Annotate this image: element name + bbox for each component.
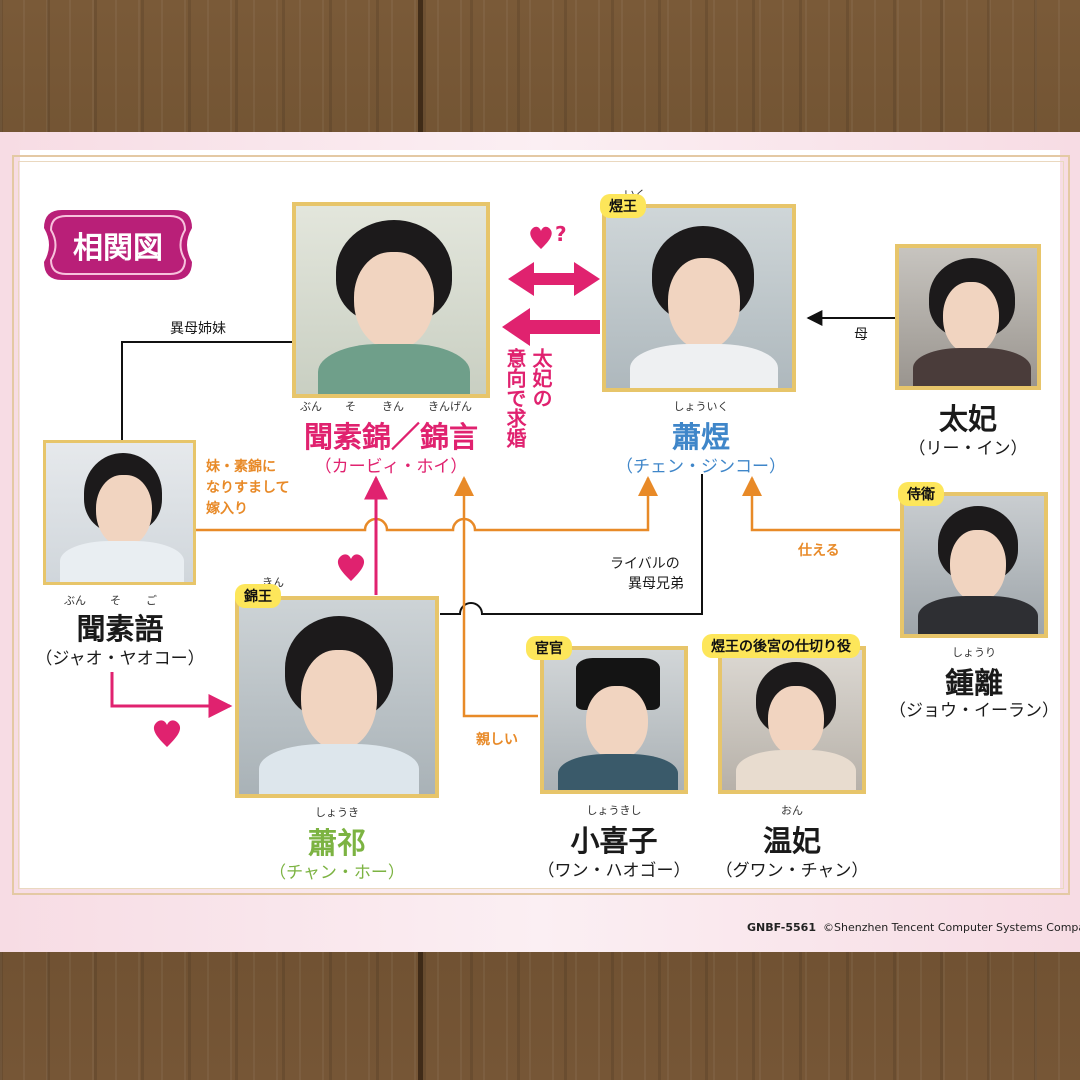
wen-sujin-ruby-4: きんげん [428, 400, 472, 413]
onhi-role: 煜王の後宮の仕切り役 [702, 634, 860, 658]
wen-suyu-photo [43, 440, 196, 585]
taihi-actor: （リー・イン） [908, 439, 1028, 459]
impersonation-label: 妹・素錦に なりすまして 嫁入り [206, 459, 290, 517]
wen-suyu-ruby-3: ご [146, 594, 157, 607]
product-code: GNBF-5561 [747, 921, 816, 934]
shori-actor: （ジョウ・イーラン） [889, 701, 1059, 721]
onhi-actor: （グワン・チャン） [715, 861, 869, 881]
proposal-arrow [502, 308, 600, 346]
serves-arrow [742, 476, 900, 532]
heart-icon [337, 554, 365, 581]
mutual-arrow [508, 262, 600, 296]
wen-sujin-photo [292, 202, 490, 398]
xiao-yu-name: 蕭煜 [671, 420, 730, 454]
wood-seam-top [418, 0, 423, 132]
serves-label: 仕える [798, 543, 840, 559]
gold-frame-inner [18, 161, 1064, 889]
taihi-name: 太妃 [938, 402, 997, 436]
wen-sujin-ruby-2: そ [345, 400, 356, 413]
wen-suyu-actor: （ジャオ・ヤオコー） [35, 649, 205, 669]
wen-sujin-ruby-1: ぶん [300, 400, 322, 413]
rival-brothers-label: ライバルの 異母兄弟 [610, 556, 684, 592]
xiao-yu-ruby: しょういく [673, 400, 729, 413]
wen-suyu-name: 聞素語 [76, 612, 164, 646]
heart-icon [530, 226, 552, 249]
xiao-yu-photo [602, 204, 796, 392]
half-sisters-line [121, 341, 293, 442]
wen-sujin-ruby-3: きん [382, 400, 404, 413]
wen-sujin-name: 聞素錦／錦言 [303, 420, 478, 454]
taihi-photo [895, 244, 1041, 390]
onhi-ruby: おん [781, 804, 803, 817]
onhi-name: 温妃 [762, 824, 821, 858]
xiao-yu-role: 煜王 [600, 194, 646, 218]
xiaoxizi-name: 小喜子 [570, 824, 658, 858]
proposal-label-line2: 意向で求婚 [503, 348, 527, 448]
heart-icon [153, 720, 181, 747]
shori-ruby: しょうり [952, 646, 996, 659]
xiaoxizi-ruby: しょうきし [586, 804, 642, 817]
impersonation-arrow [196, 476, 658, 532]
title-badge: 相関図 [44, 210, 192, 280]
close-arrow [454, 476, 538, 718]
xiao-qi-role: 錦王 [235, 584, 281, 608]
gold-frame-outer [12, 155, 1070, 895]
wen-sujin-actor: （カービィ・ホイ） [314, 457, 468, 477]
shori-role: 侍衛 [898, 482, 944, 506]
copyright: ©Shenzhen Tencent Computer Systems Compa… [823, 921, 1080, 934]
xiaoxizi-photo [540, 646, 688, 794]
mother-label: 母 [854, 327, 868, 343]
xiaoxizi-actor: （ワン・ハオゴー） [537, 861, 691, 881]
onhi-photo [718, 646, 866, 794]
wood-seam-bottom [418, 952, 423, 1080]
xiao-qi-actor: （チャン・ホー） [269, 863, 405, 883]
half-sisters-label: 異母姉妹 [170, 321, 226, 337]
shori-name: 鍾離 [944, 666, 1003, 700]
xiao-yu-actor: （チェン・ジンコー） [616, 457, 786, 477]
suyu-love-arrow [110, 672, 233, 718]
rival-brothers-line [440, 474, 703, 615]
xiao-qi-ruby: しょうき [315, 806, 359, 819]
shori-photo [900, 492, 1048, 638]
title-text: 相関図 [73, 231, 163, 266]
xiaoxizi-role: 宦官 [526, 636, 572, 660]
question-mark: ? [555, 222, 567, 246]
wen-suyu-ruby-1: ぶん [64, 594, 86, 607]
xiao-qi-name: 蕭祁 [307, 826, 366, 860]
wen-suyu-ruby-2: そ [110, 594, 121, 607]
close-label: 親しい [476, 732, 518, 748]
proposal-label-line1: 太妃の [529, 348, 553, 408]
xiao-qi-photo [235, 596, 439, 798]
